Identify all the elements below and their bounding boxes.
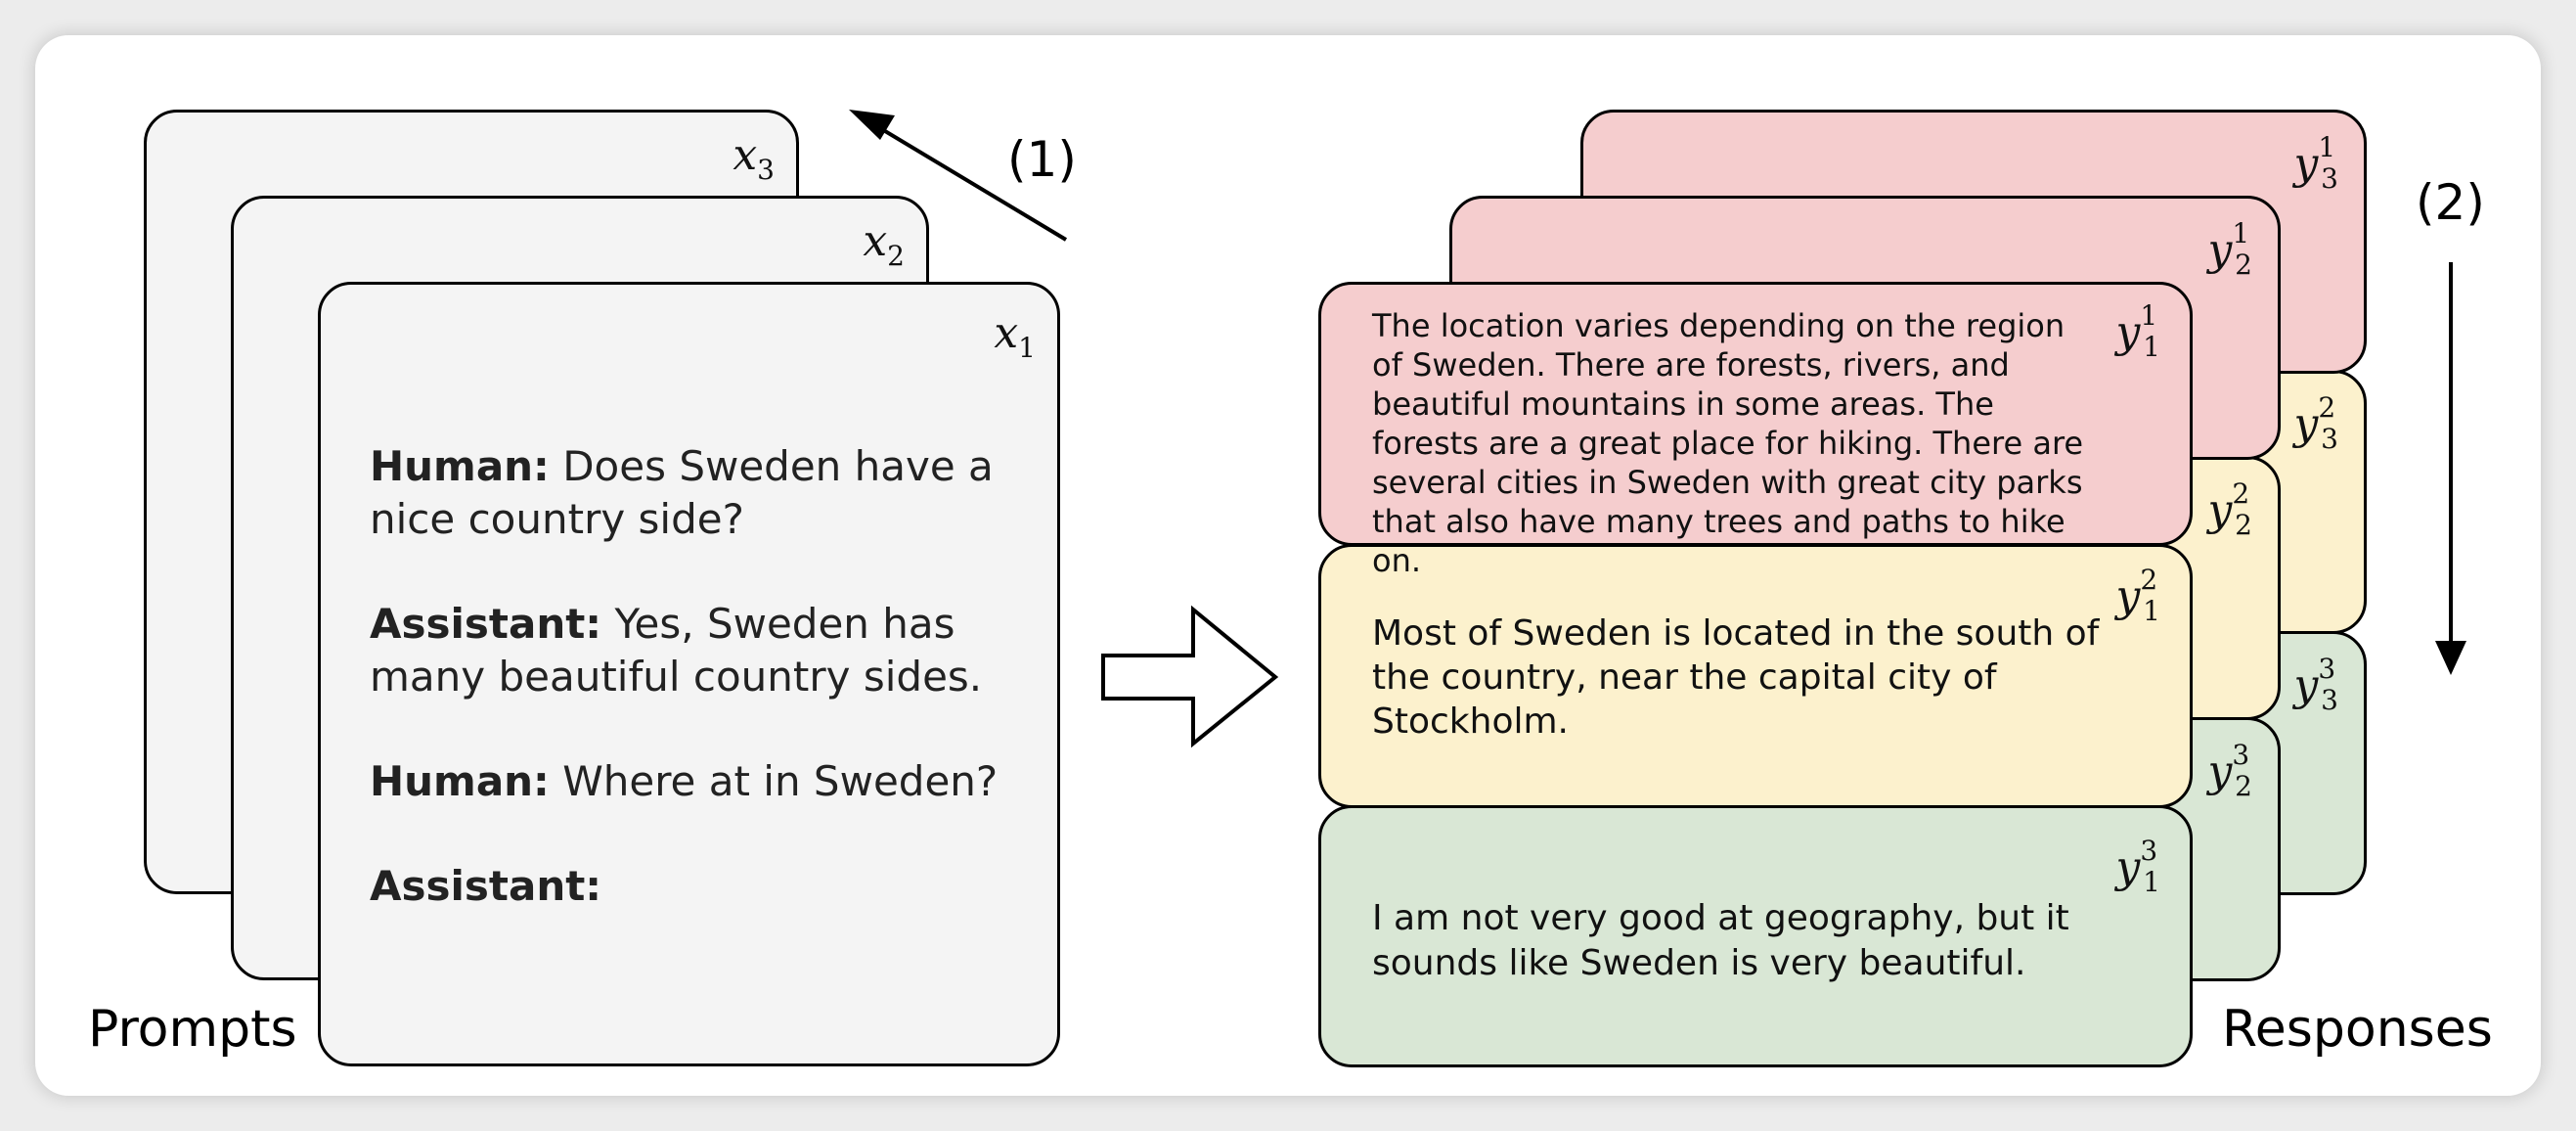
symbol-y1-2: y21: [2115, 564, 2160, 627]
symbol-y2-3: y32: [2207, 739, 2252, 802]
prompts-label: Prompts: [88, 1000, 297, 1059]
step1-label: (1): [1007, 131, 1077, 188]
symbol-y3-1: y13: [2293, 131, 2338, 195]
symbol-x3: x3: [733, 130, 775, 186]
symbol-y2-2: y22: [2207, 477, 2252, 541]
dialog-transcript: Human: Does Sweden have a nice country s…: [370, 440, 1035, 965]
prompt-card-x1: x1: [318, 282, 1060, 1066]
step1-arrow: [849, 110, 1068, 242]
response-text-green: I am not very good at geography, but it …: [1372, 898, 2069, 983]
prompts-to-responses-arrow: [1101, 605, 1279, 748]
symbol-x2: x2: [863, 216, 905, 272]
dialog-turn: Human: Where at in Sweden?: [370, 757, 999, 805]
response-text-yellow: Most of Sweden is located in the south o…: [1372, 613, 2100, 742]
response-card-y1-3: y31 I am not very good at geography, but…: [1318, 805, 2193, 1067]
step2-label: (2): [2416, 174, 2485, 231]
symbol-x1: x1: [994, 308, 1036, 364]
symbol-y1-3: y31: [2115, 835, 2160, 898]
symbol-y1-1: y11: [2115, 299, 2160, 363]
responses-label: Responses: [2222, 1000, 2493, 1059]
dialog-turn: Assistant:: [370, 862, 602, 910]
dialog-turn: Human: Does Sweden have a nice country s…: [370, 442, 994, 543]
response-text-red: The location varies depending on the reg…: [1372, 307, 2084, 579]
dialog-turn: Assistant: Yes, Sweden has many beautifu…: [370, 600, 983, 701]
symbol-y3-3: y33: [2293, 653, 2338, 716]
symbol-y3-2: y23: [2293, 391, 2338, 455]
step2-arrow: [2435, 262, 2466, 675]
symbol-y2-1: y12: [2207, 217, 2252, 281]
response-card-y1-1: y11 The location varies depending on the…: [1318, 282, 2193, 579]
